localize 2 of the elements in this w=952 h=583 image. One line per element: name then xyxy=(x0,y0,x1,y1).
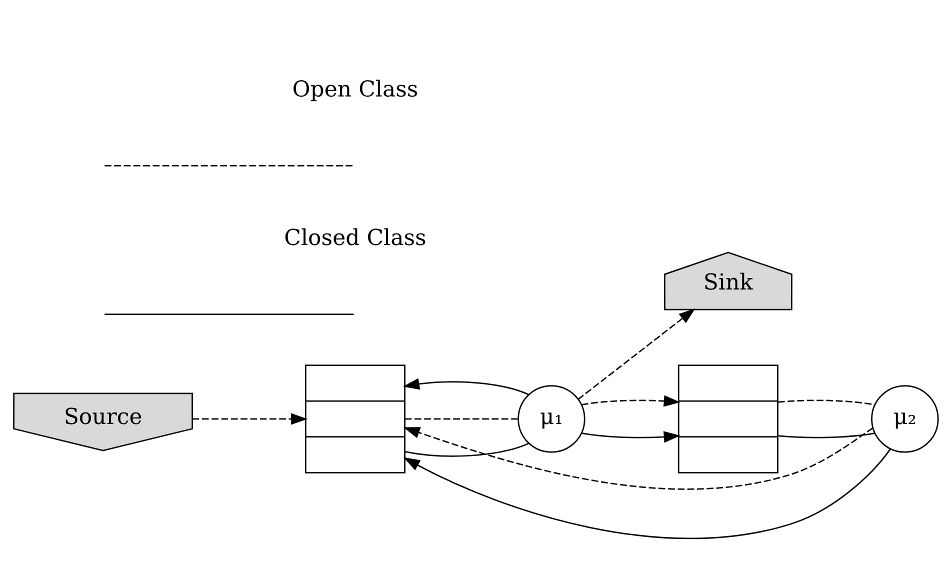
legend-label: Closed Class xyxy=(284,226,426,252)
legend-label: Open Class xyxy=(292,78,418,103)
